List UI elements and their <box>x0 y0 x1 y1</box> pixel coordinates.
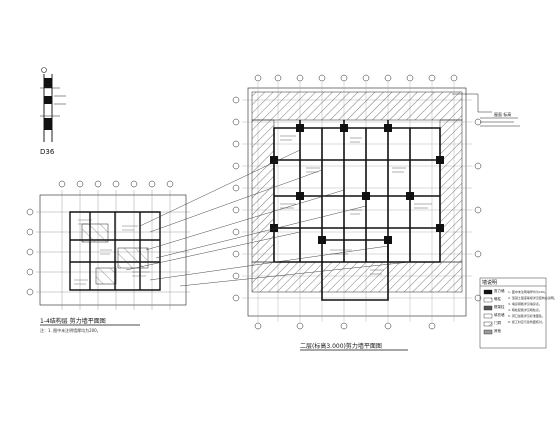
main-plan-axis-bubbles <box>232 74 482 330</box>
hatch-band-right <box>439 119 463 263</box>
legend-label-2: 暗柱 <box>494 297 501 301</box>
small-plan-grid <box>36 190 190 310</box>
detail-label: D36 <box>40 148 55 156</box>
legend-swatches <box>483 289 493 335</box>
wall-columns <box>270 124 444 244</box>
small-plan-note: 注：1. 图中未注明墙厚均为200。 <box>40 328 101 333</box>
leader-lines <box>125 149 411 287</box>
legend-label-4: 填充墙 <box>494 313 505 317</box>
top-callout <box>452 93 520 127</box>
hatch-band-left <box>251 119 275 263</box>
legend-label-6: 其他 <box>494 329 501 333</box>
top-callout-text: 屋面 标高 <box>494 112 512 117</box>
small-plan-title: 1-4结构层 剪力墙平面图 <box>40 318 106 325</box>
legend-label-5: 门洞 <box>494 321 501 325</box>
note-line-2: 2. 混凝土强度等级详见结构总说明。 <box>508 296 557 300</box>
small-plan-annotations <box>74 219 150 285</box>
main-plan <box>232 74 482 330</box>
detail-d36 <box>40 67 66 142</box>
note-line-1: 1. 图中未注明墙厚均为200。 <box>508 290 548 294</box>
note-line-3: 3. 墙身钢筋详见墙身表。 <box>508 302 542 306</box>
legend-label-3: 框架柱 <box>494 305 505 309</box>
hatch-band-top <box>251 91 463 121</box>
note-line-4: 4. 暗柱配筋详见暗柱表。 <box>508 308 542 312</box>
notes-block <box>479 277 547 349</box>
legend-label-1: 剪力墙 <box>494 289 505 293</box>
small-plan <box>26 180 190 310</box>
hatch-band-bottom <box>251 261 463 293</box>
notes-title: 墙说明 <box>482 280 498 286</box>
main-plan-title: 二层(标高3.000)剪力墙平面图 <box>300 343 382 350</box>
note-line-5: 5. 洞口加筋详见标准图集。 <box>508 314 545 318</box>
small-plan-axis-bubbles <box>26 180 174 296</box>
note-line-6: 6. 施工时应与建筑图核对。 <box>508 320 545 324</box>
